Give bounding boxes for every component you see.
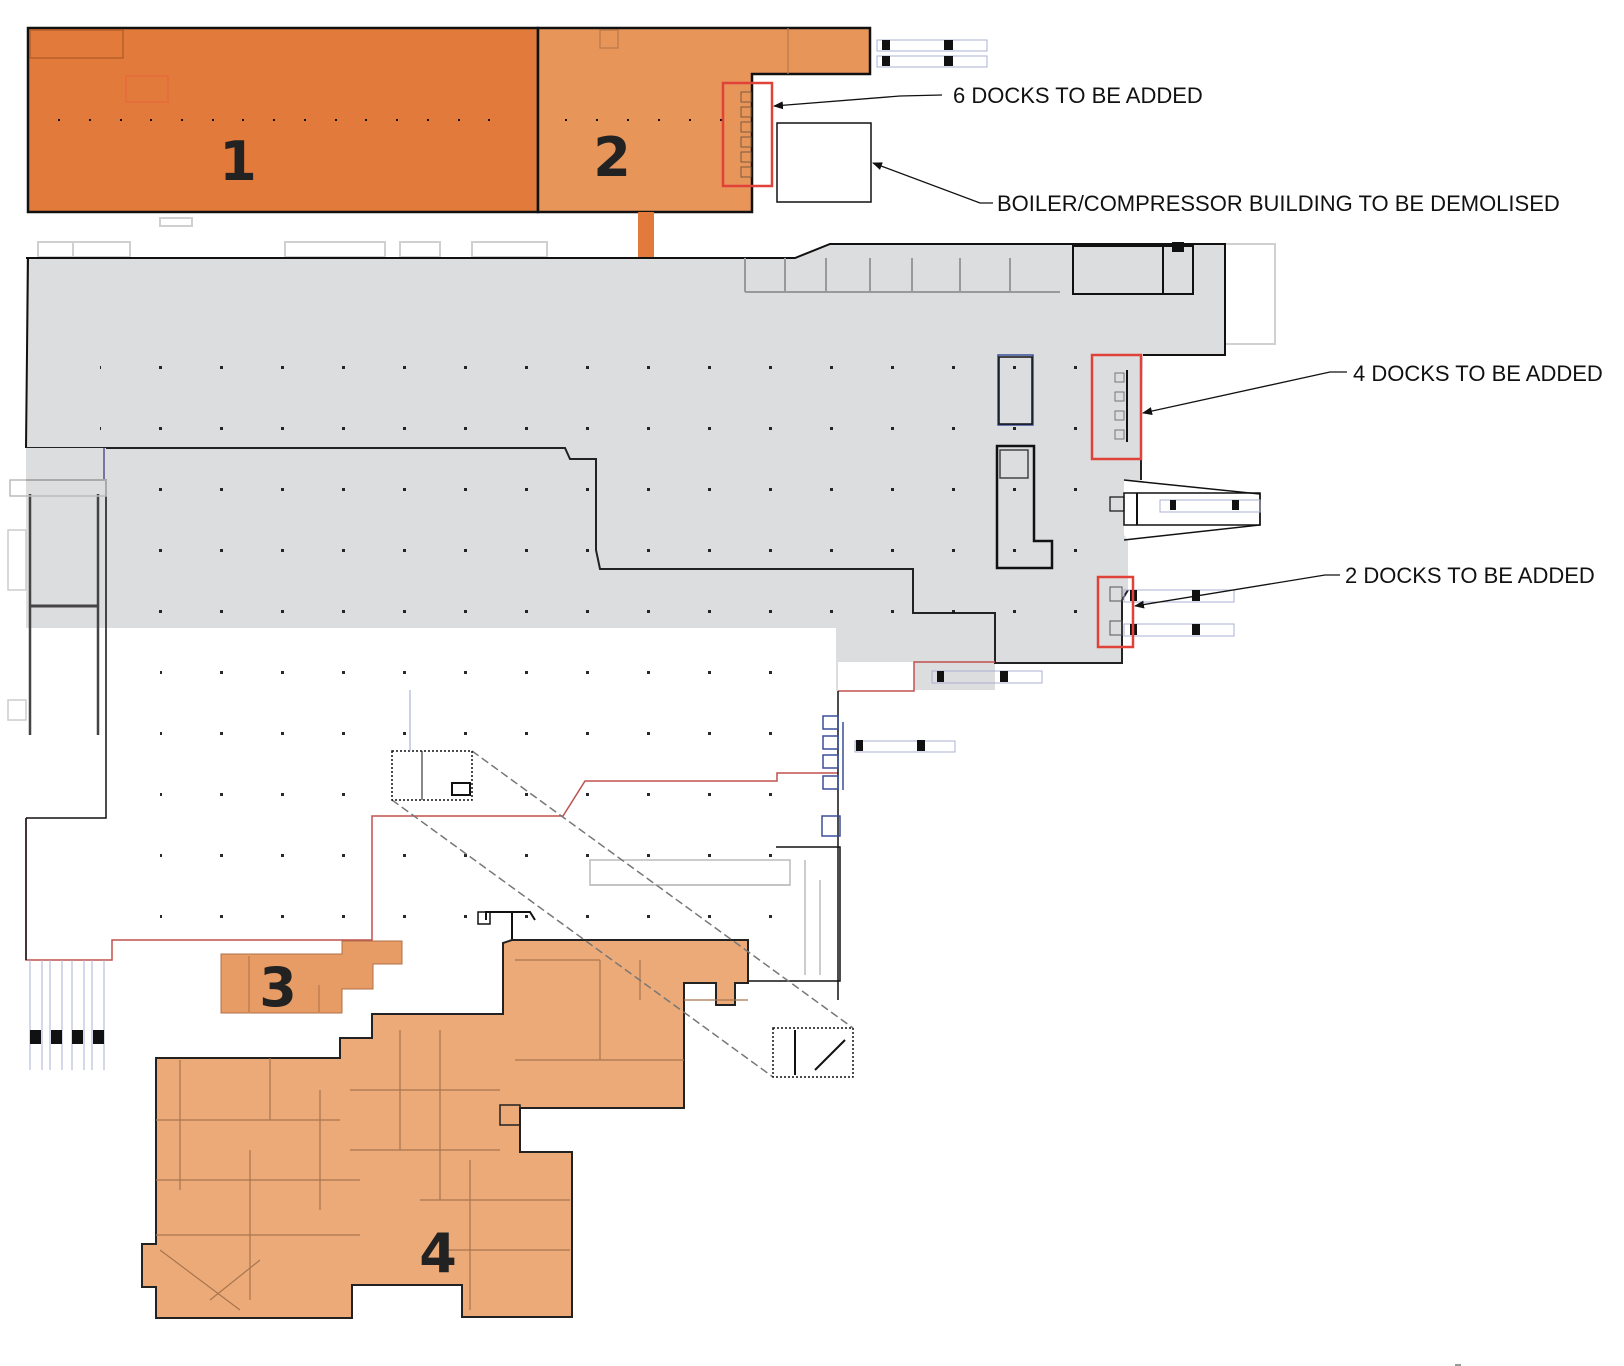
highlight-box-4-docks — [1090, 353, 1143, 461]
main-warehouse — [25, 242, 1226, 692]
detail-source-box — [391, 750, 473, 801]
callout-6-docks: 6 DOCKS TO BE ADDED — [953, 83, 1203, 108]
proposed-docks-6 — [740, 91, 752, 178]
building-4-label: 4 — [419, 1222, 457, 1285]
interior-block-l-shape — [995, 444, 1054, 570]
trucks-southwest — [29, 960, 105, 1070]
callout-leaders — [773, 94, 1347, 609]
interior-block-tall — [997, 354, 1034, 426]
detail-callout — [391, 690, 854, 1078]
trucks-north — [876, 39, 988, 68]
proposed-docks-4 — [1114, 370, 1128, 442]
building-3-label: 3 — [259, 956, 297, 1019]
building-2: 2 — [536, 26, 872, 214]
building-2-label: 2 — [593, 126, 631, 189]
detail-enlarged-box — [772, 1027, 854, 1078]
building-connector — [638, 212, 654, 257]
building-3: 3 — [220, 940, 403, 1019]
boiler-compressor-building — [776, 122, 872, 203]
west-dock-channel — [7, 448, 107, 819]
callout-4-docks: 4 DOCKS TO BE ADDED — [1353, 361, 1603, 386]
building-4: 4 — [141, 939, 749, 1319]
callout-boiler-demolish: BOILER/COMPRESSOR BUILDING TO BE DEMOLIS… — [997, 191, 1560, 216]
highlight-box-2-docks — [1096, 575, 1135, 649]
highlight-box-6-docks — [721, 81, 774, 188]
west-open-area — [25, 640, 844, 1000]
stray-mark — [1455, 1364, 1461, 1366]
truck-ramp-east — [1109, 479, 1261, 541]
callout-2-docks: 2 DOCKS TO BE ADDED — [1345, 563, 1595, 588]
building-1: 1 — [26, 26, 540, 214]
existing-docks-east — [821, 715, 844, 837]
building-1-label: 1 — [219, 130, 257, 193]
